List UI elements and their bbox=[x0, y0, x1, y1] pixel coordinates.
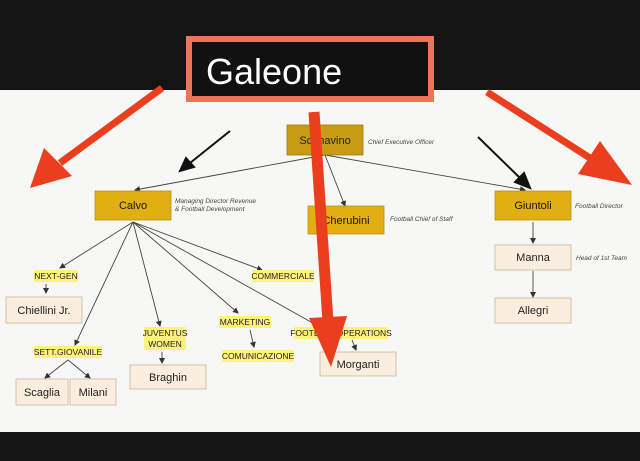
black-arrow-right bbox=[477, 136, 521, 179]
connectors bbox=[43, 154, 536, 379]
chiellini-name: Chiellini Jr. bbox=[17, 305, 70, 317]
red-arrows bbox=[30, 85, 632, 367]
svg-text:COMUNICAZIONE: COMUNICAZIONE bbox=[222, 351, 295, 361]
connector-ceo-cherubini bbox=[324, 154, 346, 207]
dept-juventus-women: JUVENTUS WOMEN bbox=[143, 327, 188, 350]
calvo-name: Calvo bbox=[119, 200, 147, 212]
svg-text:MARKETING: MARKETING bbox=[220, 317, 271, 327]
red-arrow-left bbox=[57, 85, 165, 166]
connector-ceo-giuntoli bbox=[324, 154, 526, 193]
scaglia-name: Scaglia bbox=[24, 387, 61, 399]
svg-text:NEXT-GEN: NEXT-GEN bbox=[34, 271, 77, 281]
connector-calvo-operations bbox=[132, 221, 319, 327]
black-arrow-left bbox=[189, 130, 231, 164]
red-arrow-center bbox=[308, 111, 334, 323]
connector-calvo-women bbox=[132, 221, 162, 327]
red-arrow-right-head bbox=[578, 141, 632, 185]
connector-calvo-marketing bbox=[132, 221, 239, 314]
manna-name: Manna bbox=[516, 252, 551, 264]
giuntoli-role: Football Director bbox=[575, 203, 624, 210]
node-giuntoli: Giuntoli bbox=[494, 190, 572, 221]
dept-next-gen: NEXT-GEN bbox=[34, 270, 78, 282]
connector-operations-morganti bbox=[351, 339, 357, 351]
svg-text:SETT.GIOVANILE: SETT.GIOVANILE bbox=[34, 347, 103, 357]
braghin-name: Braghin bbox=[149, 372, 187, 384]
connector-ceo-calvo bbox=[134, 154, 326, 193]
connector-sett-milani bbox=[67, 359, 91, 379]
node-braghin: Braghin bbox=[129, 364, 207, 390]
allegri-name: Allegri bbox=[518, 305, 549, 317]
cherubini-name: Cherubini bbox=[322, 215, 369, 227]
connector-calvo-nextgen bbox=[59, 221, 134, 269]
black-arrow-left-head bbox=[178, 156, 196, 173]
node-manna: Manna bbox=[494, 244, 572, 271]
calvo-role-line2: & Football Development bbox=[175, 206, 246, 213]
manna-role: Head of 1st Team bbox=[576, 255, 628, 262]
svg-text:JUVENTUS: JUVENTUS bbox=[143, 328, 188, 338]
connector-calvo-commerciale bbox=[132, 221, 263, 272]
node-milani: Milani bbox=[69, 378, 117, 406]
node-calvo: Calvo bbox=[94, 190, 172, 221]
node-scaglia: Scaglia bbox=[15, 378, 69, 406]
node-chiellini: Chiellini Jr. bbox=[5, 296, 83, 324]
ceo-role: Chief Executive Officer bbox=[368, 139, 435, 146]
node-allegri: Allegri bbox=[494, 297, 572, 324]
red-arrow-right bbox=[485, 89, 592, 161]
dept-sett-giovanile: SETT.GIOVANILE bbox=[34, 346, 103, 358]
node-ceo: Scanavino bbox=[286, 124, 364, 156]
bottom-black-band bbox=[0, 432, 640, 461]
dept-comunicazione: COMUNICAZIONE bbox=[222, 350, 295, 362]
svg-text:COMMERCIALE: COMMERCIALE bbox=[251, 271, 315, 281]
ceo-name: Scanavino bbox=[299, 135, 350, 147]
milani-name: Milani bbox=[79, 387, 108, 399]
black-arrow-right-head bbox=[513, 171, 532, 190]
name-banner: Galeone bbox=[186, 36, 434, 102]
giuntoli-name: Giuntoli bbox=[514, 200, 551, 212]
dept-commerciale: COMMERCIALE bbox=[251, 270, 315, 282]
red-arrow-left-head bbox=[30, 148, 72, 188]
calvo-role-line1: Managing Director Revenue bbox=[175, 198, 256, 205]
cherubini-role: Football Chief of Staff bbox=[390, 216, 454, 223]
connector-sett-scaglia bbox=[44, 359, 69, 379]
banner-name-text: Galeone bbox=[206, 51, 343, 92]
connector-marketing-comunicazione bbox=[249, 329, 256, 348]
black-annotation-arrows bbox=[178, 130, 532, 190]
connector-calvo-settgiovanile bbox=[74, 221, 134, 346]
red-arrow-center-head bbox=[309, 316, 347, 367]
dept-marketing: MARKETING bbox=[219, 316, 271, 328]
svg-text:WOMEN: WOMEN bbox=[148, 339, 182, 349]
morganti-name: Morganti bbox=[337, 359, 380, 371]
